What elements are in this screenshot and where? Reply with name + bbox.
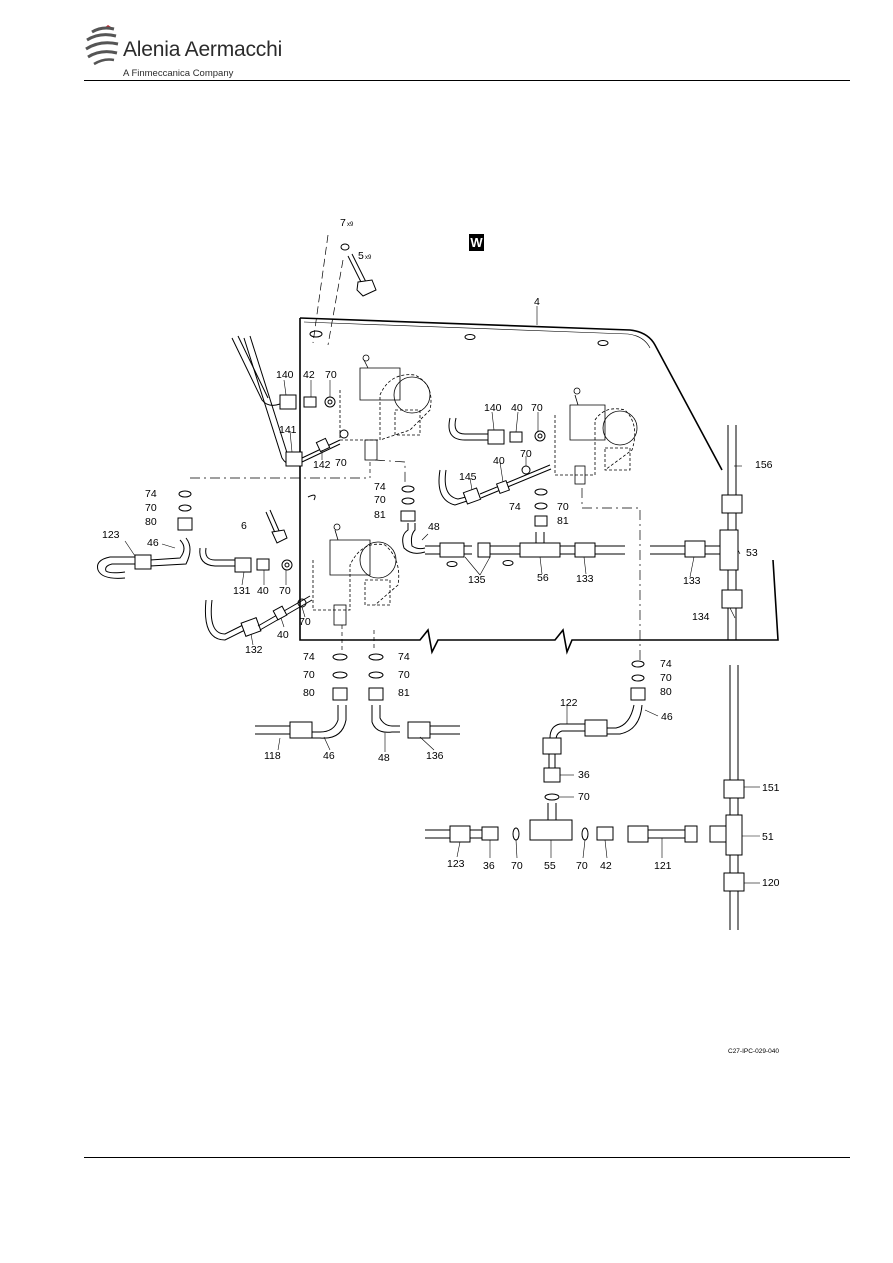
callout-70: 70 [299, 616, 311, 628]
callout-140: 140 [484, 402, 502, 414]
callout-70: 70 [576, 860, 588, 872]
bolt-6 [265, 494, 316, 544]
callout-46: 46 [661, 711, 673, 723]
callout-151: 151 [762, 782, 780, 794]
callout-70: 70 [279, 585, 291, 597]
callout-42: 42 [600, 860, 612, 872]
tee-51 [723, 665, 745, 930]
callout-74: 74 [145, 488, 157, 500]
callout-81: 81 [557, 515, 569, 527]
panel-outline [299, 234, 779, 655]
callout-74: 74 [374, 481, 386, 493]
callout-56: 56 [537, 572, 549, 584]
callout-70: 70 [511, 860, 523, 872]
company-logo: Alenia Aermacchi A Finmeccanica Company [84, 22, 314, 82]
callout-7: 7 [340, 217, 346, 229]
fitting-stacks-lower [255, 625, 460, 739]
callout-70: 70 [660, 672, 672, 684]
callout-70: 70 [303, 669, 315, 681]
callout-x9: x9 [365, 255, 372, 261]
callout-74: 74 [398, 651, 410, 663]
aermacchi-swoosh-icon [85, 25, 119, 66]
callout-36: 36 [578, 769, 590, 781]
callout-118: 118 [264, 750, 281, 762]
callout-48: 48 [378, 752, 390, 764]
callout-133: 133 [683, 575, 701, 587]
callout-40: 40 [493, 455, 505, 467]
callout-80: 80 [303, 687, 315, 699]
callout-136: 136 [426, 750, 444, 762]
callout-142: 142 [313, 459, 331, 471]
callout-123: 123 [102, 529, 120, 541]
callout-131: 131 [233, 585, 251, 597]
brand-tagline: A Finmeccanica Company [123, 68, 234, 79]
valve-upper-right [554, 387, 638, 485]
drawing-code: C27-IPC-029-040 [728, 1048, 779, 1055]
callout-6: 6 [241, 520, 247, 532]
bolt-5 [340, 243, 377, 297]
callout-123: 123 [447, 858, 465, 870]
callout-70: 70 [531, 402, 543, 414]
callout-70: 70 [520, 448, 532, 460]
callout-70: 70 [374, 494, 386, 506]
callout-80: 80 [660, 686, 672, 698]
header-rule [84, 80, 850, 81]
brand-name: Alenia Aermacchi [123, 38, 283, 61]
callout-80: 80 [145, 516, 157, 528]
view-badge: W [469, 234, 484, 251]
callout-81: 81 [398, 687, 410, 699]
valve-lower [312, 523, 400, 626]
callout-36: 36 [483, 860, 495, 872]
callout-53: 53 [746, 547, 758, 559]
tee-55-line [425, 819, 727, 843]
callout-5: 5 [358, 250, 364, 262]
callout-135: 135 [468, 574, 486, 586]
callout-120: 120 [762, 877, 780, 889]
callout-133: 133 [576, 573, 594, 585]
callout-55: 55 [544, 860, 556, 872]
pipe-131-132 [199, 547, 313, 641]
callout-145: 145 [459, 471, 477, 483]
callout-4: 4 [534, 296, 540, 308]
fitting-stack-middle [400, 485, 625, 558]
callout-70: 70 [578, 791, 590, 803]
callout-70: 70 [335, 457, 347, 469]
callout-46: 46 [323, 750, 335, 762]
pipe-140-141 [190, 335, 406, 485]
callout-70: 70 [557, 501, 569, 513]
callout-81: 81 [374, 509, 386, 521]
footer-rule [84, 1157, 850, 1158]
callout-132: 132 [245, 644, 263, 656]
callout-40: 40 [257, 585, 269, 597]
callout-140: 140 [276, 369, 294, 381]
callout-74: 74 [660, 658, 672, 670]
callout-74: 74 [303, 651, 315, 663]
callout-134: 134 [692, 611, 710, 623]
callout-51: 51 [762, 831, 774, 843]
pipe-140-145 [438, 417, 641, 660]
callout-x9: x9 [347, 222, 354, 228]
callout-46: 46 [147, 537, 159, 549]
callout-40: 40 [277, 629, 289, 641]
callout-70: 70 [398, 669, 410, 681]
callout-48: 48 [428, 521, 440, 533]
leader-lines [124, 306, 760, 884]
callout-42: 42 [303, 369, 315, 381]
callout-40: 40 [511, 402, 523, 414]
fitting-stack-right [542, 660, 646, 820]
fitting-stack-left [97, 490, 193, 579]
callout-70: 70 [145, 502, 157, 514]
callout-70: 70 [325, 369, 337, 381]
valve-upper-left [339, 354, 432, 461]
tee-53 [650, 425, 743, 640]
callout-141: 141 [279, 424, 297, 436]
callout-74: 74 [509, 501, 521, 513]
callout-121: 121 [654, 860, 672, 872]
callout-156: 156 [755, 459, 773, 471]
callout-122: 122 [560, 697, 578, 709]
